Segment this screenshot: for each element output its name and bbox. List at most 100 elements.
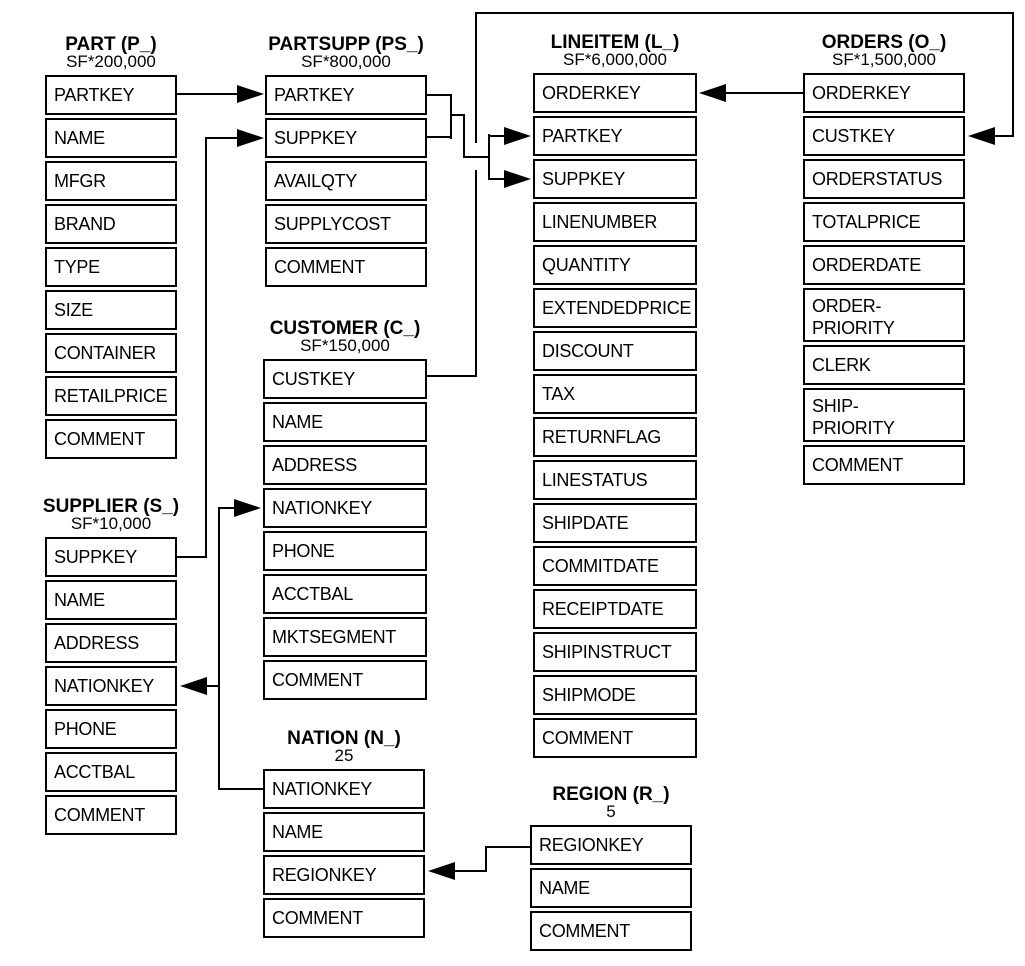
column-label: COMMITDATE — [542, 556, 659, 576]
column-label: AVAILQTY — [274, 171, 357, 191]
table-title-nation: NATION (N_) — [287, 728, 401, 749]
part-row-container: CONTAINER — [45, 333, 177, 373]
column-label: PRIORITY — [812, 418, 895, 438]
orders-row-order-priority: ORDER-PRIORITY — [803, 288, 965, 342]
supplier-row-phone: PHONE — [45, 709, 177, 749]
column-label: CUSTKEY — [272, 369, 355, 389]
column-label: COMMENT — [54, 805, 145, 825]
part-row-retailprice: RETAILPRICE — [45, 376, 177, 416]
connector-line — [488, 134, 490, 180]
connector-line — [995, 135, 1014, 137]
arrowhead-icon — [504, 127, 531, 145]
column-label: MKTSEGMENT — [272, 627, 397, 647]
connector-line — [455, 870, 487, 872]
column-label: COMMENT — [274, 257, 365, 277]
connector-line — [475, 12, 477, 143]
customer-row-phone: PHONE — [263, 531, 427, 571]
column-label: PARTKEY — [274, 85, 355, 105]
column-label: CUSTKEY — [812, 126, 895, 146]
connector-line — [463, 156, 490, 158]
column-label: SHIP- — [812, 396, 859, 416]
arrowhead-icon — [234, 499, 261, 517]
orders-row-totalprice: TOTALPRICE — [803, 202, 965, 242]
table-cardinality-supplier: SF*10,000 — [70, 514, 152, 533]
supplier-row-nationkey: NATIONKEY — [45, 666, 177, 706]
lineitem-row-shipinstruct: SHIPINSTRUCT — [533, 632, 697, 672]
table-cardinality-lineitem: SF*6,000,000 — [563, 50, 667, 69]
orders-row-orderdate: ORDERDATE — [803, 245, 965, 285]
column-label: ADDRESS — [54, 633, 139, 653]
column-label: NATIONKEY — [272, 779, 372, 799]
region-row-name: NAME — [530, 868, 692, 908]
part-row-brand: BRAND — [45, 204, 177, 244]
column-label: MFGR — [54, 171, 106, 191]
connector-line — [475, 170, 477, 377]
table-title-orders: ORDERS (O_) — [821, 32, 947, 53]
column-label: PARTKEY — [542, 126, 623, 146]
column-label: ORDERKEY — [542, 83, 641, 103]
connector-line — [220, 507, 237, 509]
connector-line — [463, 114, 465, 158]
orders-row-custkey: CUSTKEY — [803, 116, 965, 156]
lineitem-row-shipmode: SHIPMODE — [533, 675, 697, 715]
lineitem-row-quantity: QUANTITY — [533, 245, 697, 285]
column-label: SHIPDATE — [542, 513, 629, 533]
region-row-comment: COMMENT — [530, 911, 692, 951]
column-label: TYPE — [54, 257, 100, 277]
connector-line — [177, 93, 237, 95]
partsupp-row-comment: COMMENT — [265, 247, 427, 287]
column-label: NATIONKEY — [272, 498, 372, 518]
connector-line — [487, 846, 530, 848]
connector-line — [220, 788, 263, 790]
partsupp-row-supplycost: SUPPLYCOST — [265, 204, 427, 244]
supplier-row-name: NAME — [45, 580, 177, 620]
lineitem-row-linenumber: LINENUMBER — [533, 202, 697, 242]
column-label: COMMENT — [272, 908, 363, 928]
column-label: COMMENT — [272, 670, 363, 690]
connector-line — [450, 114, 465, 116]
table-title-partsupp: PARTSUPP (PS_) — [268, 34, 424, 55]
supplier-row-acctbal: ACCTBAL — [45, 752, 177, 792]
lineitem-row-comment: COMMENT — [533, 718, 697, 758]
column-label: RETAILPRICE — [54, 386, 168, 406]
column-label: PARTKEY — [54, 85, 135, 105]
column-label: RECEIPTDATE — [542, 599, 664, 619]
connector-line — [427, 375, 477, 377]
lineitem-row-shipdate: SHIPDATE — [533, 503, 697, 543]
connector-line — [207, 685, 220, 687]
table-title-part: PART (P_) — [65, 34, 157, 55]
arrowhead-icon — [428, 862, 455, 880]
connector-line — [488, 135, 504, 137]
column-label: BRAND — [54, 214, 116, 234]
table-cardinality-orders: SF*1,500,000 — [832, 50, 936, 69]
lineitem-row-suppkey: SUPPKEY — [533, 159, 697, 199]
supplier-row-suppkey: SUPPKEY — [45, 537, 177, 577]
lineitem-row-extendedprice: EXTENDEDPRICE — [533, 288, 697, 328]
table-title-supplier: SUPPLIER (S_) — [42, 496, 180, 517]
column-label: LINESTATUS — [542, 470, 648, 490]
table-cardinality-part: SF*200,000 — [66, 52, 156, 71]
column-label: RETURNFLAG — [542, 427, 662, 447]
customer-row-nationkey: NATIONKEY — [263, 488, 427, 528]
connector-line — [450, 94, 452, 139]
table-cardinality-region: 5 — [606, 802, 616, 821]
table-title-lineitem: LINEITEM (L_) — [550, 32, 680, 53]
part-row-name: NAME — [45, 118, 177, 158]
column-label: SHIPINSTRUCT — [542, 642, 672, 662]
column-label: ORDERSTATUS — [812, 169, 943, 189]
table-title-customer: CUSTOMER (C_) — [269, 318, 421, 339]
column-label: SHIPMODE — [542, 685, 636, 705]
connector-line — [475, 12, 1014, 14]
partsupp-row-availqty: AVAILQTY — [265, 161, 427, 201]
orders-row-ship-priority: SHIP-PRIORITY — [803, 388, 965, 442]
lineitem-row-linestatus: LINESTATUS — [533, 460, 697, 500]
connector-line — [218, 507, 220, 790]
nation-row-comment: COMMENT — [263, 898, 425, 938]
connector-line — [427, 94, 452, 96]
column-label: REGIONKEY — [272, 865, 377, 885]
column-label: SUPPKEY — [542, 169, 625, 189]
